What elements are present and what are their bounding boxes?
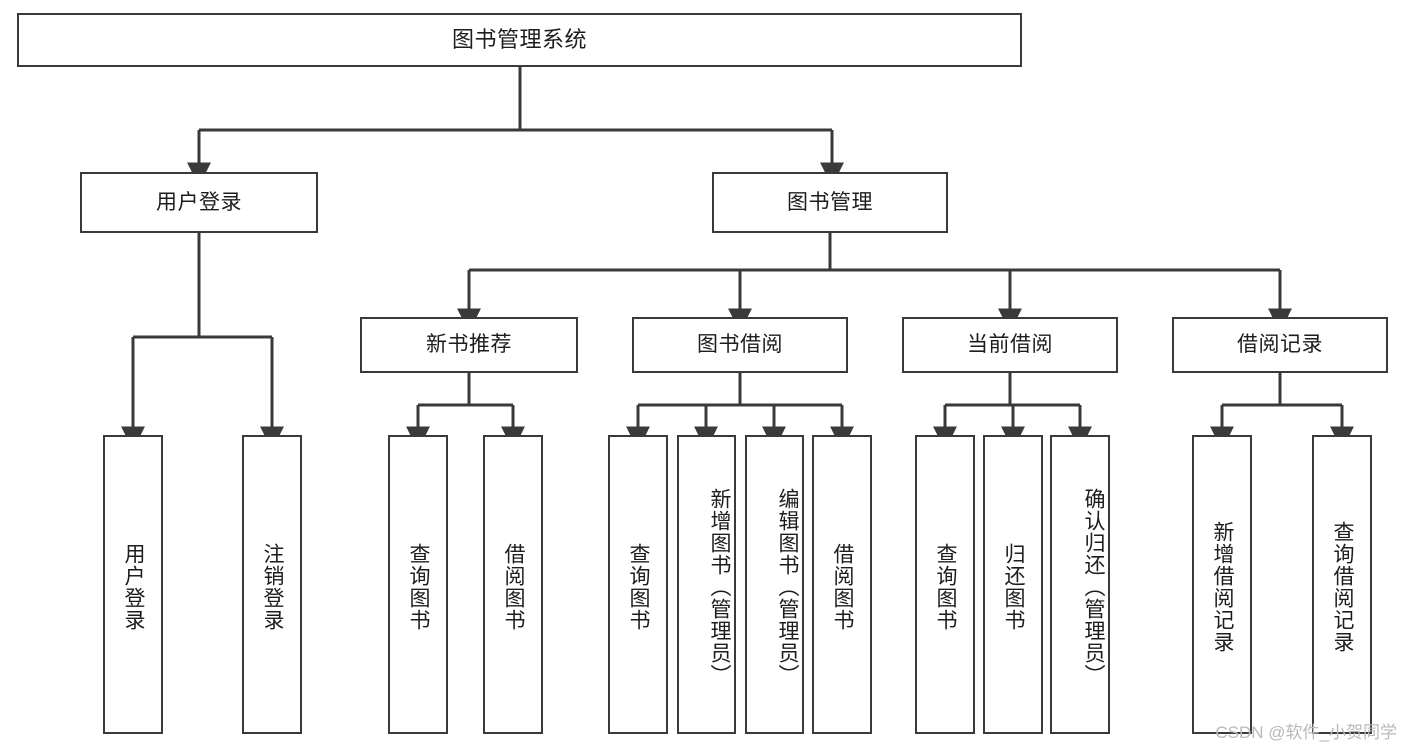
node-label: 借阅图书 xyxy=(831,542,854,631)
node-leaf-query-book-recommend[interactable]: 查询图书 xyxy=(388,435,448,734)
watermark-text: CSDN @软件_小贺同学 xyxy=(1215,723,1397,742)
node-label: 查询图书 xyxy=(407,542,430,631)
node-leaf-query-borrow-record[interactable]: 查询借阅记录 xyxy=(1312,435,1372,734)
node-leaf-return-book[interactable]: 归还图书 xyxy=(983,435,1043,734)
node-leaf-query-book-borrow[interactable]: 查询图书 xyxy=(608,435,668,734)
node-label: 图书管理 xyxy=(787,190,873,214)
node-label: 查询图书 xyxy=(934,542,957,631)
node-label: 确认归还（管理员） xyxy=(1082,487,1105,686)
node-book-management[interactable]: 图书管理 xyxy=(712,172,948,233)
node-label: 新增图书（管理员） xyxy=(708,487,731,686)
node-label: 新书推荐 xyxy=(426,333,512,357)
node-leaf-borrow-book[interactable]: 借阅图书 xyxy=(812,435,872,734)
node-leaf-logout[interactable]: 注销登录 xyxy=(242,435,302,734)
node-leaf-add-borrow-record[interactable]: 新增借阅记录 xyxy=(1192,435,1252,734)
node-borrow-record[interactable]: 借阅记录 xyxy=(1172,317,1388,373)
node-leaf-user-login[interactable]: 用户登录 xyxy=(103,435,163,734)
node-current-borrow[interactable]: 当前借阅 xyxy=(902,317,1118,373)
node-new-book-recommend[interactable]: 新书推荐 xyxy=(360,317,578,373)
node-label: 查询借阅记录 xyxy=(1331,520,1354,653)
node-leaf-add-book-admin[interactable]: 新增图书（管理员） xyxy=(677,435,736,734)
node-label: 用户登录 xyxy=(122,542,145,631)
node-leaf-query-book-current[interactable]: 查询图书 xyxy=(915,435,975,734)
node-label: 图书借阅 xyxy=(697,333,783,357)
node-label: 当前借阅 xyxy=(967,333,1053,357)
node-user-login[interactable]: 用户登录 xyxy=(80,172,318,233)
node-leaf-borrow-book-recommend[interactable]: 借阅图书 xyxy=(483,435,543,734)
node-label: 查询图书 xyxy=(627,542,650,631)
node-label: 归还图书 xyxy=(1002,542,1025,631)
node-label: 借阅图书 xyxy=(502,542,525,631)
node-label: 注销登录 xyxy=(261,542,284,631)
node-root-book-management-system[interactable]: 图书管理系统 xyxy=(17,13,1022,67)
node-label: 新增借阅记录 xyxy=(1211,520,1234,653)
node-leaf-edit-book-admin[interactable]: 编辑图书（管理员） xyxy=(745,435,804,734)
node-label: 借阅记录 xyxy=(1237,333,1323,357)
node-label: 图书管理系统 xyxy=(451,26,587,52)
node-label: 用户登录 xyxy=(156,190,242,214)
node-label: 编辑图书（管理员） xyxy=(776,487,799,686)
node-book-borrow[interactable]: 图书借阅 xyxy=(632,317,848,373)
node-leaf-confirm-return-admin[interactable]: 确认归还（管理员） xyxy=(1050,435,1110,734)
